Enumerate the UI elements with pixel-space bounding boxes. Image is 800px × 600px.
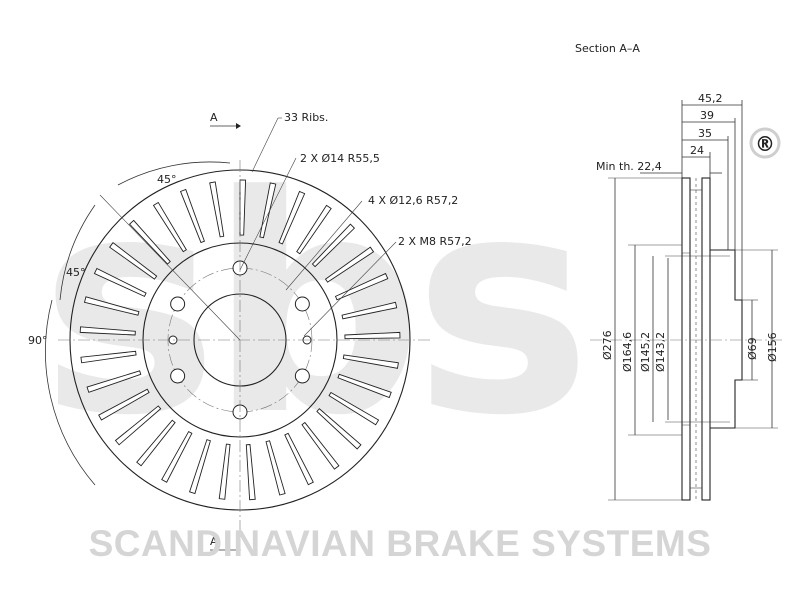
ribs-label: 33 Ribs. — [284, 111, 328, 124]
angle-label-45-top: 45° — [157, 173, 177, 186]
rib-slot — [328, 391, 380, 426]
min-thickness-label: Min th. 22,4 — [596, 160, 662, 173]
friction-plate-outer — [681, 177, 691, 501]
diameter-145-2: Ø145,2 — [639, 332, 652, 372]
holes-1-label: 2 X Ø14 R55,5 — [300, 152, 380, 165]
holes-3-label: 2 X M8 R57,2 — [398, 235, 472, 248]
bolt-hole — [294, 368, 310, 384]
width-39: 39 — [700, 109, 714, 122]
angle-ray — [99, 194, 241, 341]
rib-slot — [296, 204, 332, 255]
width-35: 35 — [698, 127, 712, 140]
rib-slot — [136, 419, 176, 467]
rib-slot — [80, 350, 137, 364]
front-view: 45° 45° 90° A A 33 Ribs. 2 X Ø14 R55,5 4… — [28, 111, 472, 553]
bolt-hole — [294, 296, 310, 312]
section-view: Section A–A 45,2 39 — [575, 42, 785, 501]
diameter-156: Ø156 — [766, 332, 779, 362]
registered-icon — [749, 127, 781, 159]
friction-plate-inner — [701, 177, 711, 501]
rib-slot — [209, 181, 225, 238]
rib-slot — [259, 182, 277, 239]
diameter-164-6: Ø164,6 — [621, 332, 634, 372]
angle-label-90: 90° — [28, 334, 48, 347]
holes-1-leader — [239, 157, 297, 271]
rib-slot — [284, 432, 314, 486]
diameter-143-2: Ø143,2 — [654, 332, 667, 372]
diameter-69: Ø69 — [746, 337, 759, 360]
rib-slot — [265, 440, 286, 496]
rib-slot — [334, 272, 389, 301]
bolt-hole — [170, 296, 186, 312]
brand-name: SCANDINAVIAN BRAKE SYSTEMS — [89, 523, 712, 564]
rib-slot — [79, 326, 136, 336]
rib-slot — [83, 296, 140, 316]
rib-slot — [344, 331, 401, 340]
rib-slot — [311, 223, 356, 268]
angle-arc-1 — [117, 161, 231, 186]
section-profile — [590, 177, 785, 501]
rib-slot — [218, 443, 231, 500]
rib-slot — [114, 405, 162, 446]
width-45-2: 45,2 — [698, 92, 723, 105]
sbs-watermark: sbs ® — [40, 127, 781, 481]
rib-slot — [342, 354, 399, 369]
holes-3-leader — [303, 241, 397, 337]
angle-arc-3 — [45, 299, 96, 486]
rib-slot — [341, 301, 398, 320]
rib-slot — [109, 242, 158, 280]
section-marker-top: A — [210, 111, 241, 129]
rib-slot — [278, 190, 306, 245]
holes-2-label: 4 X Ø12,6 R57,2 — [368, 194, 458, 207]
rib-slot — [245, 444, 256, 501]
registered-mark: ® — [755, 132, 775, 156]
ribs-leader — [251, 117, 279, 173]
rib-slot — [189, 439, 211, 495]
angle-arc-2 — [59, 204, 96, 301]
rib-slot — [301, 421, 340, 470]
rib-slot — [93, 267, 147, 297]
rib-slot — [161, 430, 193, 483]
rib-slot — [316, 408, 362, 450]
svg-text:A: A — [210, 111, 218, 124]
section-marker-bottom: A — [210, 535, 241, 553]
holes-2-leader — [285, 200, 363, 291]
rib-slot — [239, 179, 247, 236]
rib-slot — [324, 246, 375, 283]
rib-slot — [98, 388, 150, 421]
rib-slot — [152, 201, 187, 253]
bolt-hole — [170, 368, 186, 384]
rib-slot — [179, 188, 205, 244]
diameter-276: Ø276 — [601, 330, 614, 360]
rib-slot — [337, 373, 392, 399]
rib-slot — [86, 370, 142, 393]
diameter-dimensions: Ø276 Ø164,6 Ø145,2 Ø143,2 Ø69 Ø156 — [601, 177, 779, 501]
rib-slot — [128, 219, 171, 265]
width-24: 24 — [690, 144, 704, 157]
angle-label-45-left: 45° — [66, 266, 86, 279]
width-dimensions: 45,2 39 35 24 Min th. 22,4 — [596, 92, 743, 300]
sbs-logo-text: sbs — [40, 132, 582, 481]
cooling-ribs — [79, 179, 401, 501]
section-title: Section A–A — [575, 42, 640, 55]
hat-profile — [710, 249, 743, 429]
svg-text:A: A — [210, 535, 218, 548]
